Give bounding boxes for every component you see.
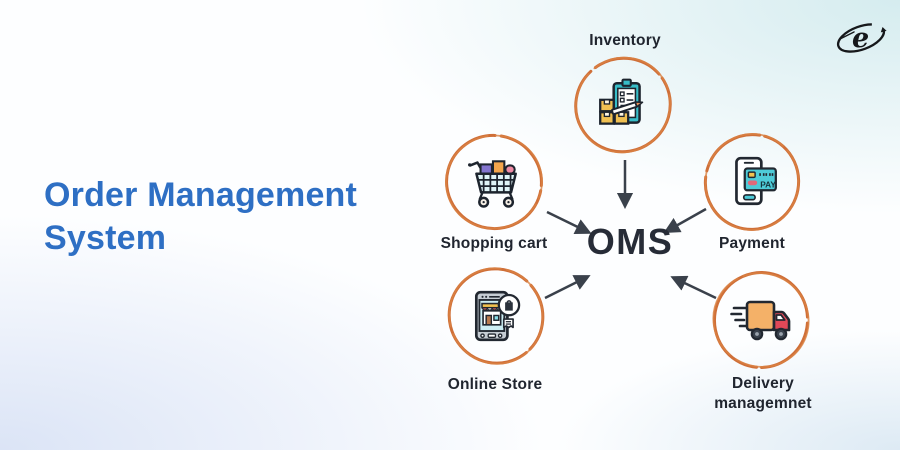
- hand-drawn-ring: [703, 133, 801, 231]
- page-title-line2: System: [44, 219, 167, 257]
- label-inventory: Inventory: [589, 32, 661, 49]
- hand-drawn-ring: [447, 267, 545, 365]
- page-title: Order Management System: [44, 174, 434, 260]
- node-online-store: [444, 264, 548, 368]
- inventory-icon: [599, 78, 644, 125]
- node-inventory: [571, 53, 675, 157]
- node-delivery-management: [709, 268, 813, 372]
- shopping-cart-icon: [468, 160, 517, 208]
- delivery-truck-icon: [730, 300, 791, 341]
- brand-letter: e: [852, 23, 869, 54]
- label-shopping-cart: Shopping cart: [440, 235, 548, 252]
- label-delivery-management: Delivery managemnet: [714, 375, 812, 413]
- hand-drawn-ring: [712, 271, 810, 369]
- payment-icon: PAY: [735, 156, 777, 206]
- oms-center-label: OMS: [586, 221, 674, 262]
- hand-drawn-ring: [574, 56, 672, 154]
- node-payment: PAY: [700, 130, 804, 234]
- hand-drawn-ring: [445, 133, 543, 231]
- online-store-icon: [474, 290, 521, 342]
- node-shopping-cart: [442, 130, 546, 234]
- pay-card-text: PAY: [760, 181, 776, 190]
- arrow-store-to-oms: [544, 275, 591, 300]
- brand-logo: e: [836, 23, 887, 54]
- label-payment: Payment: [718, 235, 785, 252]
- label-online-store: Online Store: [447, 376, 543, 393]
- page-title-line1: Order Management: [44, 176, 358, 214]
